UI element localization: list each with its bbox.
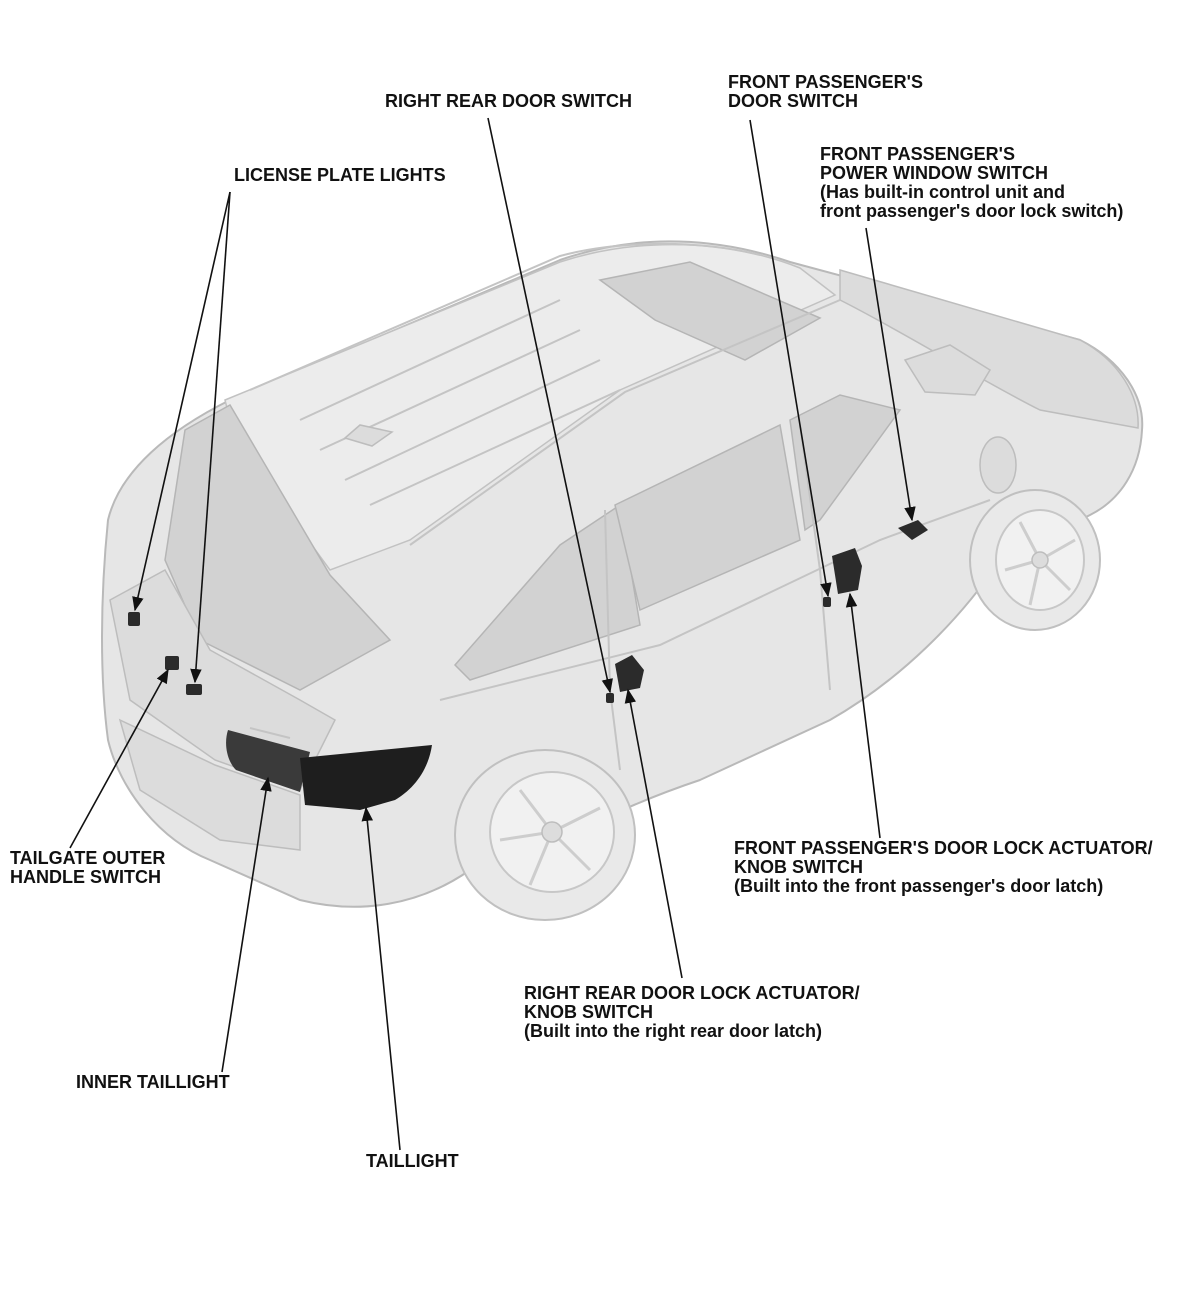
front-door-lock-actuator — [832, 548, 862, 594]
side-window-front — [614, 423, 801, 612]
vehicle-illustration — [101, 240, 1144, 921]
license-plate-light-right — [186, 684, 202, 695]
badge — [249, 727, 291, 739]
leader-right-rear-door-switch — [487, 117, 613, 694]
leader-lines — [69, 117, 916, 1151]
label-license-plate-lights: LICENSE PLATE LIGHTS — [234, 165, 446, 185]
leader-inner-taillight — [221, 776, 272, 1073]
label-front-passengers-door-lock-actuator: FRONT PASSENGER'S DOOR LOCK ACTUATOR/ KN… — [734, 838, 1158, 896]
callout-labels: LICENSE PLATE LIGHTS RIGHT REAR DOOR SWI… — [10, 72, 1158, 1171]
leader-tailgate-handle-switch — [69, 668, 169, 849]
roof-rib — [299, 299, 561, 421]
leader-license-plate-light-left — [132, 191, 231, 612]
side-window-quarter — [789, 394, 902, 532]
license-plate-light-left — [128, 612, 140, 626]
right-rear-door-lock-actuator — [615, 655, 644, 692]
body-crease — [439, 499, 991, 701]
roof-rail — [409, 299, 841, 546]
antenna — [343, 424, 394, 447]
roof-rail — [249, 242, 761, 391]
taillight-lamp — [300, 745, 432, 810]
front-door-switch-part — [823, 597, 831, 607]
power-window-switch-part — [898, 520, 928, 540]
label-taillight: TAILLIGHT — [366, 1151, 459, 1171]
roof-rib — [344, 359, 601, 481]
leader-license-plate-light-right — [190, 191, 231, 684]
label-inner-taillight: INNER TAILLIGHT — [76, 1072, 230, 1092]
label-tailgate-outer-handle-switch: TAILGATE OUTER HANDLE SWITCH — [10, 848, 170, 887]
inner-taillight-lamp — [226, 730, 310, 792]
label-right-rear-door-lock-actuator: RIGHT REAR DOOR LOCK ACTUATOR/ KNOB SWIT… — [524, 983, 865, 1041]
rear-bumper — [118, 718, 301, 851]
leader-taillight — [361, 806, 401, 1151]
front-wheel — [969, 489, 1101, 631]
rear-window — [164, 403, 392, 691]
roof-rib — [369, 389, 621, 506]
right-rear-door-switch-part — [606, 693, 614, 703]
vehicle-sunroof — [598, 261, 822, 361]
side-mirror — [903, 344, 992, 396]
door-seam — [799, 424, 831, 691]
leader-front-door-lock-actuator — [845, 592, 881, 839]
leader-right-rear-door-lock-actuator — [624, 688, 683, 979]
leader-front-passengers-door-switch — [749, 119, 832, 598]
vehicle-hood — [839, 269, 1139, 429]
label-right-rear-door-switch: RIGHT REAR DOOR SWITCH — [385, 91, 632, 111]
label-front-passengers-door-switch: FRONT PASSENGER'S DOOR SWITCH — [728, 72, 928, 111]
label-front-passengers-power-window-switch: FRONT PASSENGER'S POWER WINDOW SWITCH (H… — [820, 144, 1123, 221]
fuel-door — [979, 436, 1017, 494]
rear-wheel — [454, 749, 636, 921]
tailgate-handle-switch — [165, 656, 179, 670]
leader-power-window-switch — [865, 227, 916, 522]
